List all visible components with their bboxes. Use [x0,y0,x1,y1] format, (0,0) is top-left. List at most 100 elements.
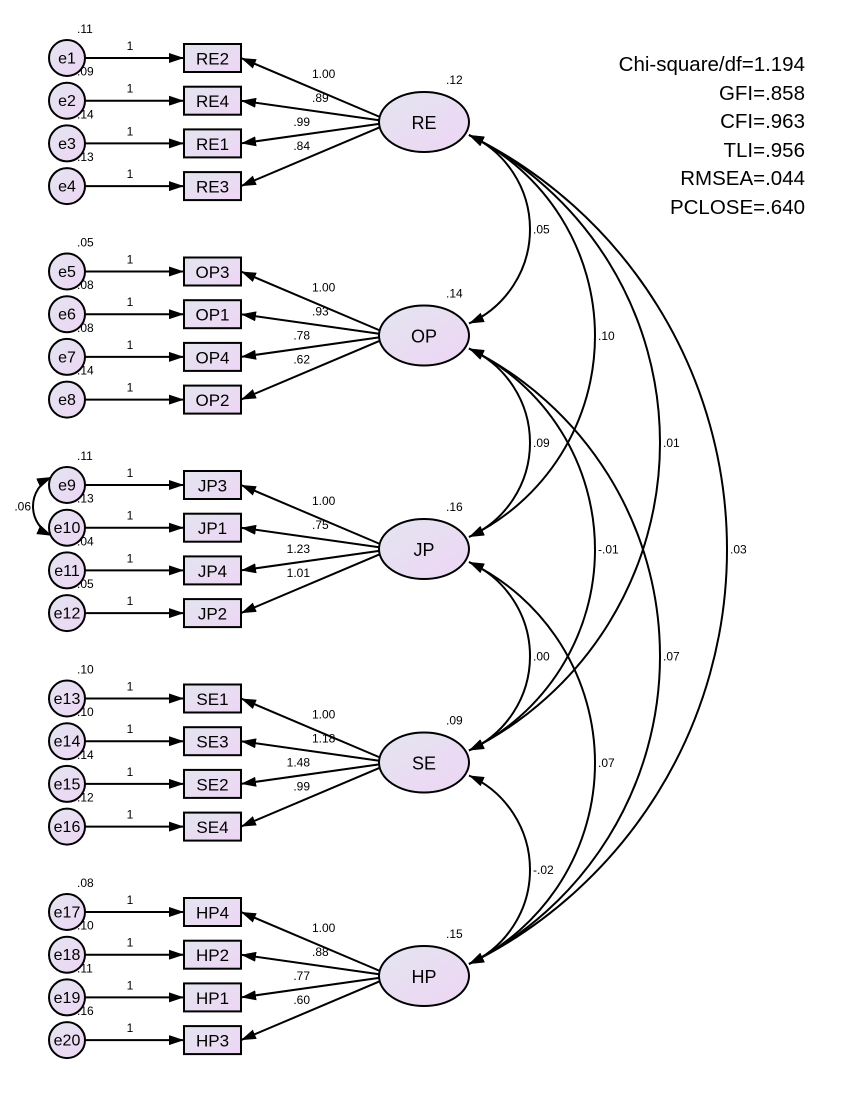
covariance-label: .07 [663,649,680,663]
error-term-circle [48,1021,86,1060]
error-variance-label: .08 [77,876,94,890]
error-path-weight-label: 1 [127,39,134,53]
loading-path [240,980,381,1042]
loading-label: .84 [293,139,310,153]
latent-factor-ellipse [378,91,470,153]
loading-path [240,484,381,545]
indicator-box [183,897,242,927]
error-path-weight-label: 1 [127,381,134,395]
indicator-box [183,768,242,799]
indicator-label: JP4 [198,562,227,581]
error-variance-label: .11 [77,449,93,463]
loading-path [240,336,381,360]
indicator-label: HP2 [196,946,229,965]
latent-variance-label: .12 [446,73,463,87]
loading-label: .99 [293,780,310,794]
indicator-box [183,1025,242,1056]
error-term-circle [48,722,86,761]
error-term-circle [48,807,86,846]
indicator-label: OP3 [195,263,229,282]
error-term-label: e13 [54,691,81,708]
covariance-label: .03 [730,543,747,557]
indicator-label: OP4 [195,348,229,367]
covariance-arc [468,134,728,965]
error-term-circle [48,337,86,376]
error-term-label: e3 [58,136,76,153]
error-term-circle [48,551,86,590]
loading-label: .75 [312,518,329,532]
covariance-arc [468,347,661,965]
error-variance-label: .10 [77,663,94,677]
covariance-arc [468,134,661,752]
error-term-circle [48,167,86,206]
error-term-label: e11 [54,563,80,580]
error-term-label: e9 [58,478,76,495]
indicator-label: SE2 [196,775,228,794]
error-term-circle [48,81,86,120]
error-term-circle [48,978,86,1017]
error-term-label: e17 [54,905,81,922]
error-term-label: e7 [58,349,76,366]
indicator-label: JP2 [198,605,227,624]
loading-label: 1.00 [312,708,336,722]
error-path-weight-label: 1 [127,765,134,779]
error-term-circle [48,893,86,931]
error-path-weight-label: 1 [127,124,134,138]
error-term-circle [48,764,86,803]
error-term-circle [48,508,86,547]
error-term-circle [48,679,86,718]
error-path-weight-label: 1 [127,338,134,352]
latent-variance-label: .16 [446,500,463,514]
indicator-label: RE1 [196,135,229,154]
error-term-circle [48,39,86,77]
indicator-label: JP3 [198,477,227,496]
indicator-box [183,512,242,543]
error-term-label: e19 [54,990,81,1007]
loading-path [240,126,381,188]
error-term-circle [48,935,86,974]
loading-label: 1.01 [287,566,311,580]
loading-path [240,339,381,401]
loading-label: .99 [293,115,310,129]
error-path-weight-label: 1 [127,253,134,267]
latent-factor-ellipse [378,731,470,794]
loading-path [240,697,381,759]
error-path-weight-label: 1 [127,466,134,480]
indicator-box [183,683,242,714]
error-term-label: e20 [54,1033,81,1050]
loading-label: .62 [293,353,310,367]
loading-path [240,97,381,122]
loading-label: .88 [312,945,329,959]
error-path-weight-label: 1 [127,551,134,565]
covariance-arc [468,347,531,538]
error-term-label: e4 [58,179,76,196]
covariance-arc [468,134,596,538]
indicator-box [183,555,242,586]
latent-variance-label: .15 [446,927,463,941]
indicator-label: RE4 [196,92,229,111]
loading-label: 1.48 [287,756,311,770]
loading-path [240,524,381,549]
indicator-box [183,299,242,330]
latent-variance-label: .14 [446,287,463,301]
loading-label: 1.00 [312,281,336,295]
indicator-label: HP4 [196,904,229,923]
error-path-weight-label: 1 [127,808,134,822]
error-term-label: e5 [58,264,76,281]
covariance-label: .05 [533,222,550,236]
loading-label: 1.00 [312,921,336,935]
indicator-label: HP1 [196,989,229,1008]
loading-path [240,766,381,828]
latent-factor-ellipse [378,945,470,1007]
nodes-layer: RE2e1RE4e2RE1e3RE3e4REOP3e5OP1e6OP4e7OP2… [48,39,470,1060]
loading-path [240,122,381,147]
fit-pclose: PCLOSE=.640 [669,195,805,219]
loading-path [240,951,381,976]
loading-path [240,553,381,615]
indicator-label: JP1 [198,519,227,538]
fit-cfi: CFI=.963 [720,110,805,133]
error-path-weight-label: 1 [127,722,134,736]
indicator-box [183,128,242,159]
error-path-weight-label: 1 [127,82,134,96]
